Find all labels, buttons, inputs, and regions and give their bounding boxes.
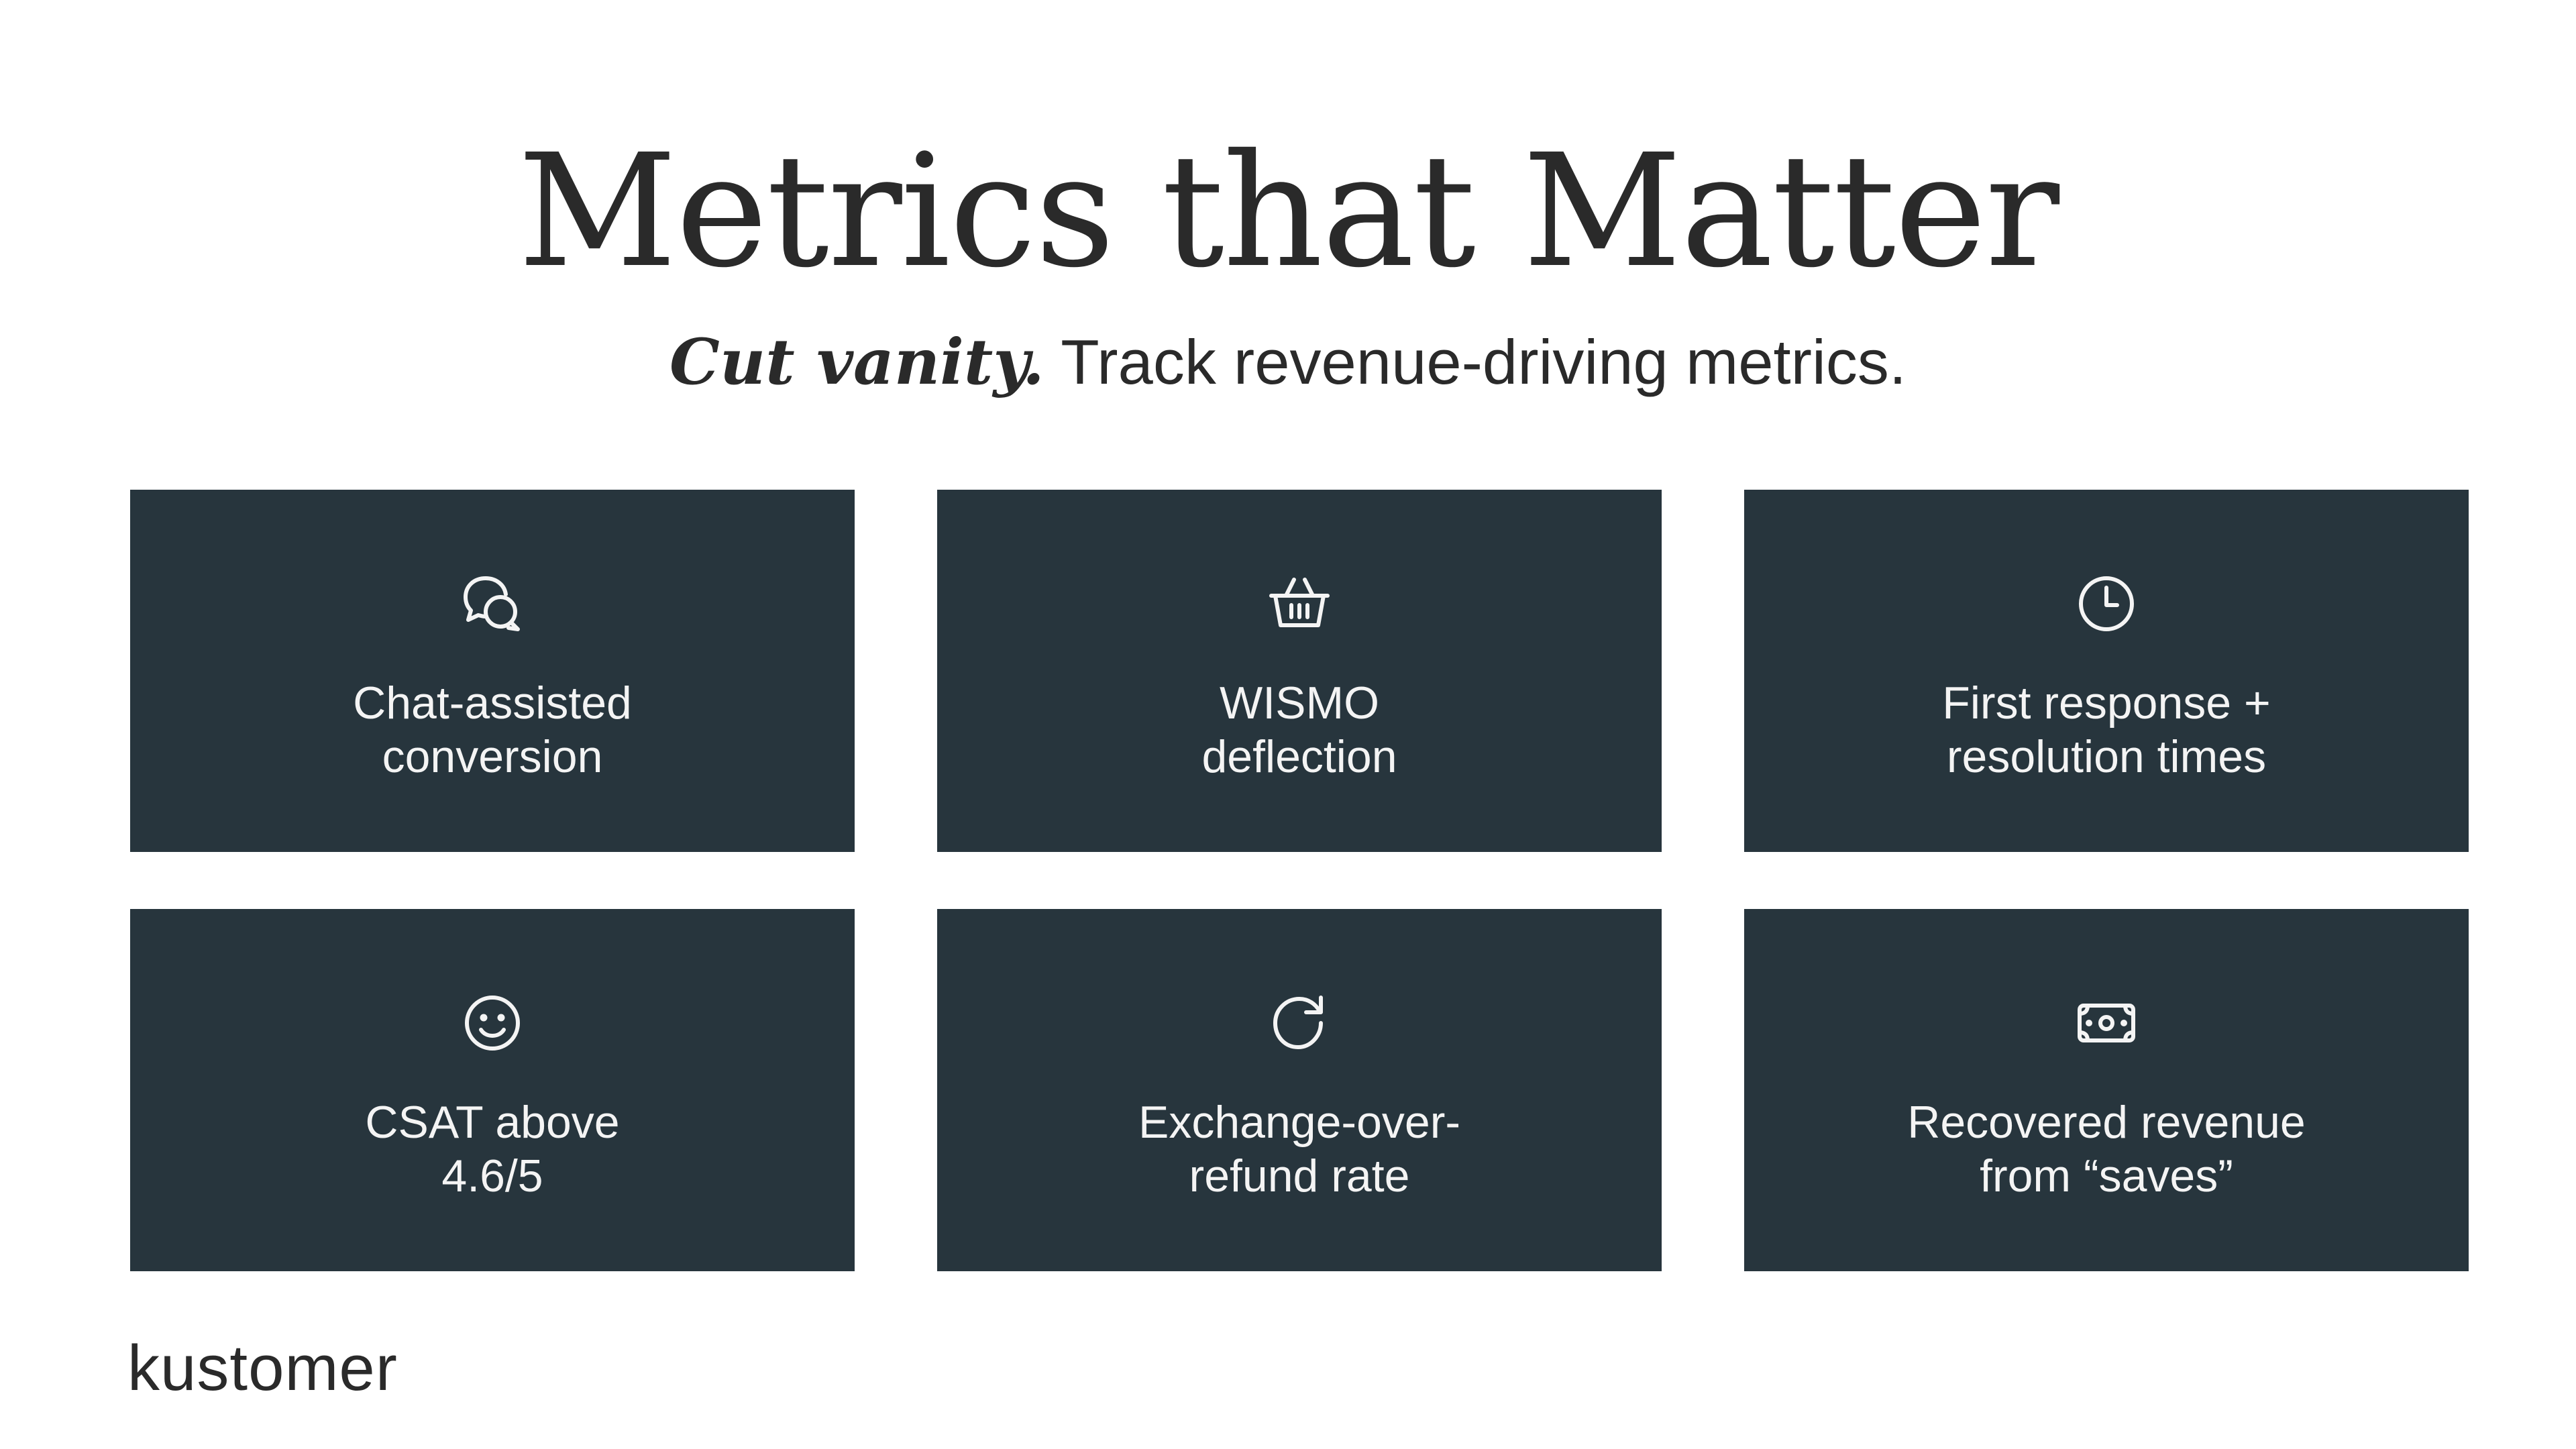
shopping-basket-icon [1266,570,1333,637]
money-bill-icon [2073,989,2140,1057]
kustomer-logo: kustomer [127,1332,398,1404]
metric-card-exchange-rate: Exchange-over- refund rate [937,909,1662,1271]
metric-label: First response + resolution times [1942,678,2271,782]
clock-icon [2073,570,2140,637]
metric-card-chat-conversion: Chat-assisted conversion [130,490,855,852]
metric-label: CSAT above 4.6/5 [365,1097,620,1201]
metric-label: Chat-assisted conversion [353,678,632,782]
metric-label: Recovered revenue from “saves” [1907,1097,2306,1201]
metric-card-response-times: First response + resolution times [1744,490,2469,852]
metric-label: WISMO deflection [1201,678,1397,782]
slide-subtitle: Cut vanity. Track revenue-driving metric… [0,322,2576,403]
subtitle-emphasis: Cut vanity. [669,325,1044,399]
metric-card-wismo-deflection: WISMO deflection [937,490,1662,852]
metric-label: Exchange-over- refund rate [1138,1097,1461,1201]
subtitle-text: Track revenue-driving metrics. [1044,327,1907,397]
refresh-arrow-icon [1266,989,1333,1057]
slide-title: Metrics that Matter [517,121,2059,302]
metric-card-csat: CSAT above 4.6/5 [130,909,855,1271]
metric-card-recovered-revenue: Recovered revenue from “saves” [1744,909,2469,1271]
chat-bubbles-icon [459,570,526,637]
smiley-face-icon [459,989,526,1057]
